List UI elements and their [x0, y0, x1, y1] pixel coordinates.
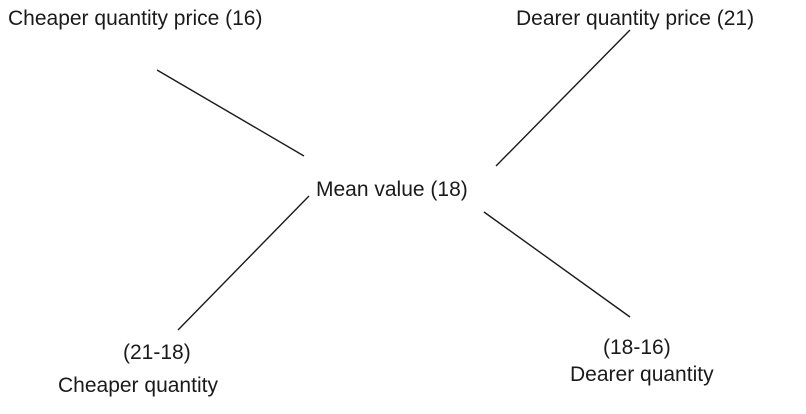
connector-bottom-left: [177, 195, 310, 331]
connector-bottom-right: [483, 211, 631, 318]
cheaper-quantity-difference: (21-18): [123, 341, 191, 364]
mean-value-label: Mean value (18): [316, 178, 468, 201]
connector-top-left: [156, 69, 305, 157]
dearer-quantity-difference: (18-16): [603, 336, 671, 359]
cheaper-quantity-label: Cheaper quantity: [58, 374, 218, 397]
cheaper-quantity-price-label: Cheaper quantity price (16): [8, 7, 263, 30]
dearer-quantity-price-label: Dearer quantity price (21): [516, 7, 755, 30]
connector-top-right: [495, 29, 631, 167]
dearer-quantity-label: Dearer quantity: [570, 363, 714, 386]
